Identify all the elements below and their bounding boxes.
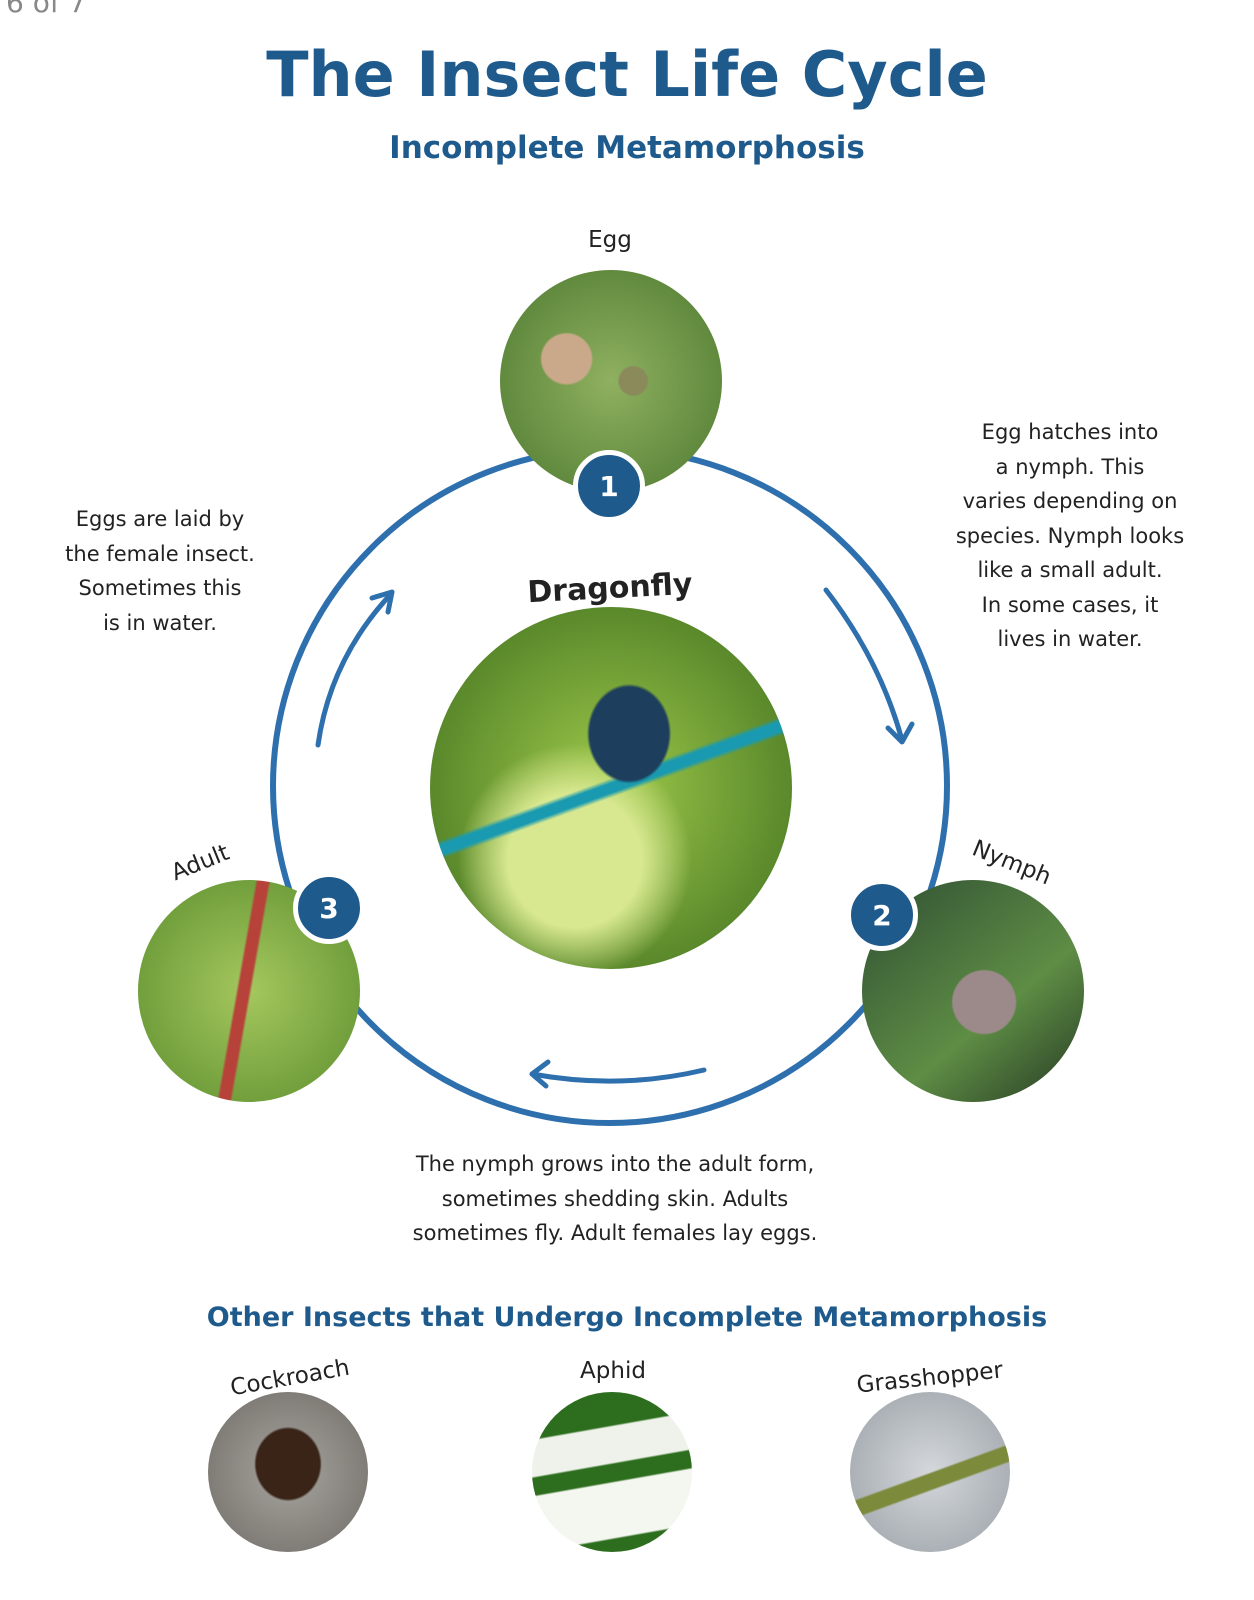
eggs-description: Eggs are laid by the female insect. Some… — [40, 502, 280, 640]
text-line: species. Nymph looks — [955, 523, 1185, 548]
text-line: Eggs are laid by — [75, 507, 245, 531]
arrow-nymph-to-adult — [529, 1067, 707, 1084]
text-line: Egg hatches into — [981, 420, 1159, 444]
text-line: In some cases, it — [981, 592, 1159, 617]
text-line: like a small adult. — [977, 558, 1163, 582]
text-line: sometimes fly. Adult females lay eggs. — [412, 1221, 818, 1245]
stage-badge-3: 3 — [293, 872, 365, 944]
other-insects-heading: Other Insects that Undergo Incomplete Me… — [206, 1302, 1048, 1333]
stage-badge-2: 2 — [846, 879, 918, 951]
stage-label-egg: Egg — [588, 227, 632, 253]
arrow-egg-to-nymph — [823, 587, 905, 743]
adult-description: The nymph grows into the adult form, som… — [365, 1147, 865, 1251]
text-line: the female insect. — [65, 541, 255, 566]
page-title: The Insect Life Cycle — [266, 38, 988, 111]
text-line: varies depending on — [962, 489, 1178, 513]
text-line: a nymph. This — [995, 454, 1145, 479]
text-line: is in water. — [103, 610, 217, 635]
arrow-head — [369, 589, 395, 615]
arrow-head — [885, 721, 915, 745]
text-line: lives in water. — [997, 627, 1143, 651]
text-line: Sometimes this — [78, 576, 242, 600]
center-label: Dragonfly — [527, 567, 694, 611]
insect-label-aphid: Aphid — [580, 1358, 646, 1384]
page-subtitle: Incomplete Metamorphosis — [389, 130, 865, 166]
text-line: sometimes shedding skin. Adults — [441, 1186, 789, 1211]
stage-label-adult: Adult — [168, 840, 233, 887]
nymph-description: Egg hatches into a nymph. This varies de… — [940, 415, 1200, 657]
stage-badge-1: 1 — [573, 450, 645, 522]
text-line: The nymph grows into the adult form, — [415, 1152, 815, 1176]
aphid-photo — [532, 1392, 692, 1552]
cockroach-photo — [208, 1392, 368, 1552]
arrow-head — [529, 1059, 551, 1089]
arrow-adult-to-egg — [315, 592, 393, 748]
dragonfly-photo — [430, 607, 792, 969]
page-indicator: 6 of 7 — [6, 0, 87, 19]
grasshopper-photo — [850, 1392, 1010, 1552]
